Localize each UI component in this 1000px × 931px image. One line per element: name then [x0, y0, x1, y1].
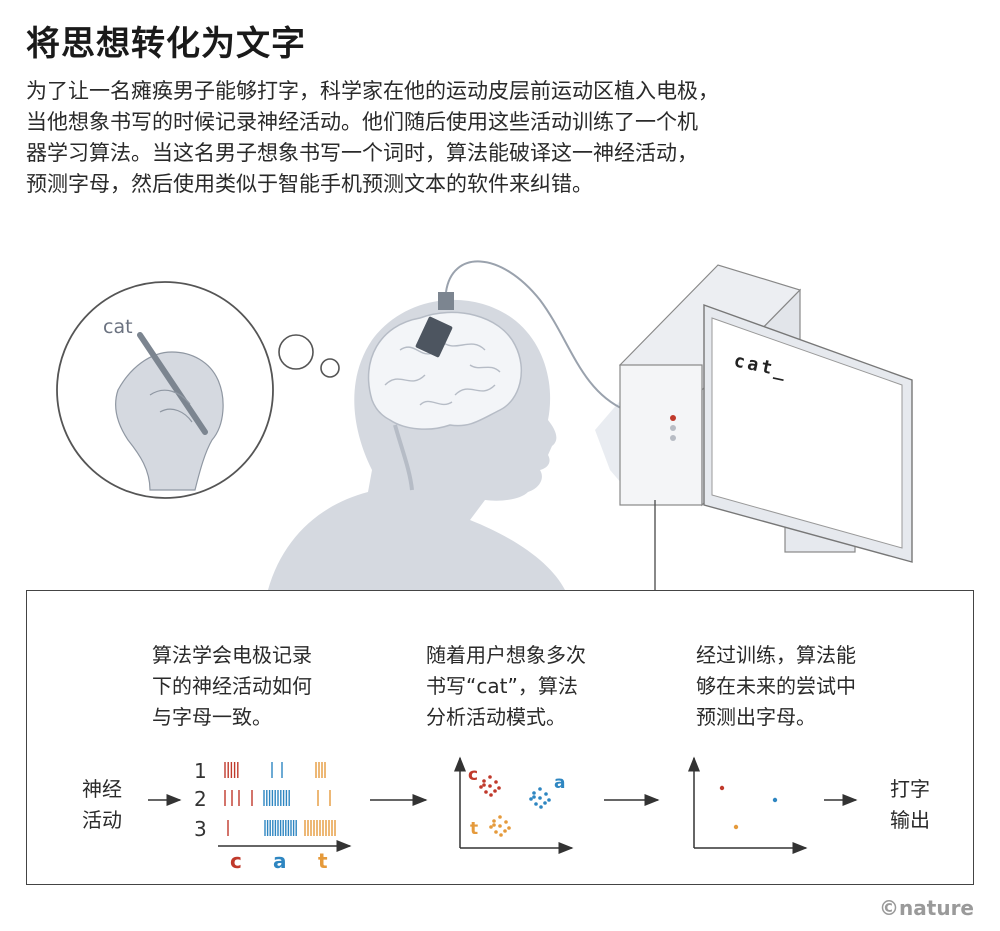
finger-fold: [149, 389, 193, 423]
cluster-dot: [539, 805, 543, 809]
cluster-dot: [538, 787, 542, 791]
input-label-line: 神经: [82, 777, 122, 801]
cluster-dot: [497, 786, 501, 790]
cluster-dot: [489, 793, 493, 797]
cluster-points: [479, 775, 551, 837]
cluster-dot: [503, 829, 507, 833]
hand: [115, 351, 224, 491]
pen: [137, 332, 208, 435]
spike-raster: [224, 762, 336, 836]
thought-text: cat: [103, 316, 133, 338]
trial-label: 1: [194, 759, 207, 783]
intro-line: 为了让一名瘫痪男子能够打字，科学家在他的运动皮层前运动区植入电极，: [26, 79, 719, 103]
cluster-dot: [494, 830, 498, 834]
step-3-text: 经过训练，算法能 够在未来的尝试中 预测出字母。: [696, 640, 856, 733]
step-2-text: 随着用户想象多次 书写“cat”，算法 分析活动模式。: [426, 640, 586, 733]
predict-point-a: [772, 797, 778, 803]
cluster-dot: [529, 797, 533, 801]
brain: [367, 311, 523, 430]
trial-label: 3: [194, 817, 207, 841]
output-label: 打字 输出: [890, 774, 930, 836]
letter-label-a: a: [273, 849, 287, 873]
trial-label: 2: [194, 787, 207, 811]
intro-line: 器学习算法。当这名男子想象书写一个词时，算法能破译这一神经活动，: [26, 141, 698, 165]
step-line: 下的神经活动如何: [152, 674, 312, 698]
predict-point-c: [719, 785, 725, 791]
cluster-dot: [488, 775, 492, 779]
cluster-dot: [489, 825, 493, 829]
cluster-label-c: c: [468, 765, 478, 785]
step-line: 分析活动模式。: [426, 705, 566, 729]
step-line: 随着用户想象多次: [426, 643, 586, 667]
cluster-label-a: a: [554, 773, 565, 793]
page-title: 将思想转化为文字: [26, 24, 306, 64]
nature-credit: ©nature: [879, 896, 974, 920]
step-line: 书写“cat”，算法: [426, 674, 578, 698]
step-line: 算法学会电极记录: [152, 643, 312, 667]
intro-line: 当他想象书写的时候记录神经活动。他们随后使用这些活动训练了一个机: [26, 110, 698, 134]
letter-label-t: t: [318, 849, 328, 873]
predict-point-t: [733, 824, 739, 830]
cluster-dot: [498, 824, 502, 828]
cluster-dot: [482, 779, 486, 783]
cluster-dot: [484, 790, 488, 794]
electrode-connector: [438, 292, 454, 310]
cluster-dot: [479, 785, 483, 789]
input-label: 神经 活动: [82, 774, 122, 836]
cluster-dot: [498, 815, 502, 819]
thought-bubble-medium: [278, 334, 314, 370]
brain-folds: [384, 339, 501, 406]
brainstem: [393, 424, 414, 491]
letter-label-c: c: [230, 849, 242, 873]
cluster-dot: [532, 795, 536, 799]
step-1-text: 算法学会电极记录 下的神经活动如何 与字母一致。: [152, 640, 312, 733]
step-line: 够在未来的尝试中: [696, 674, 856, 698]
monitor-screen: [711, 317, 903, 549]
cluster-dot: [492, 823, 496, 827]
status-light: [670, 435, 676, 441]
cluster-dot: [543, 801, 547, 805]
output-label-line: 打字: [890, 777, 930, 801]
step-line: 预测出字母。: [696, 705, 816, 729]
electrode-array: [415, 316, 453, 358]
input-label-line: 活动: [82, 808, 122, 832]
cluster-dot: [534, 802, 538, 806]
cluster-dot: [482, 783, 486, 787]
cluster-dot: [544, 792, 548, 796]
thought-bubble-small: [320, 358, 340, 378]
computer-tower: [619, 364, 703, 506]
cluster-dot: [538, 796, 542, 800]
step-line: 经过训练，算法能: [696, 643, 856, 667]
status-light: [670, 425, 676, 431]
cluster-label-t: t: [470, 819, 478, 839]
cluster-dot: [492, 819, 496, 823]
output-label-line: 输出: [890, 808, 930, 832]
cluster-dot: [504, 820, 508, 824]
cluster-dot: [507, 826, 511, 830]
cluster-dot: [494, 780, 498, 784]
cluster-dot: [493, 789, 497, 793]
cable: [445, 260, 626, 411]
power-light: [670, 415, 676, 421]
cluster-dot: [499, 833, 503, 837]
intro-line: 预测字母，然后使用类似于智能手机预测文本的软件来纠错。: [26, 172, 593, 196]
cluster-dot: [547, 798, 551, 802]
cluster-dot: [488, 784, 492, 788]
cluster-dot: [532, 791, 536, 795]
intro-paragraph: 为了让一名瘫痪男子能够打字，科学家在他的运动皮层前运动区植入电极， 当他想象书写…: [26, 76, 906, 200]
step-line: 与字母一致。: [152, 705, 272, 729]
